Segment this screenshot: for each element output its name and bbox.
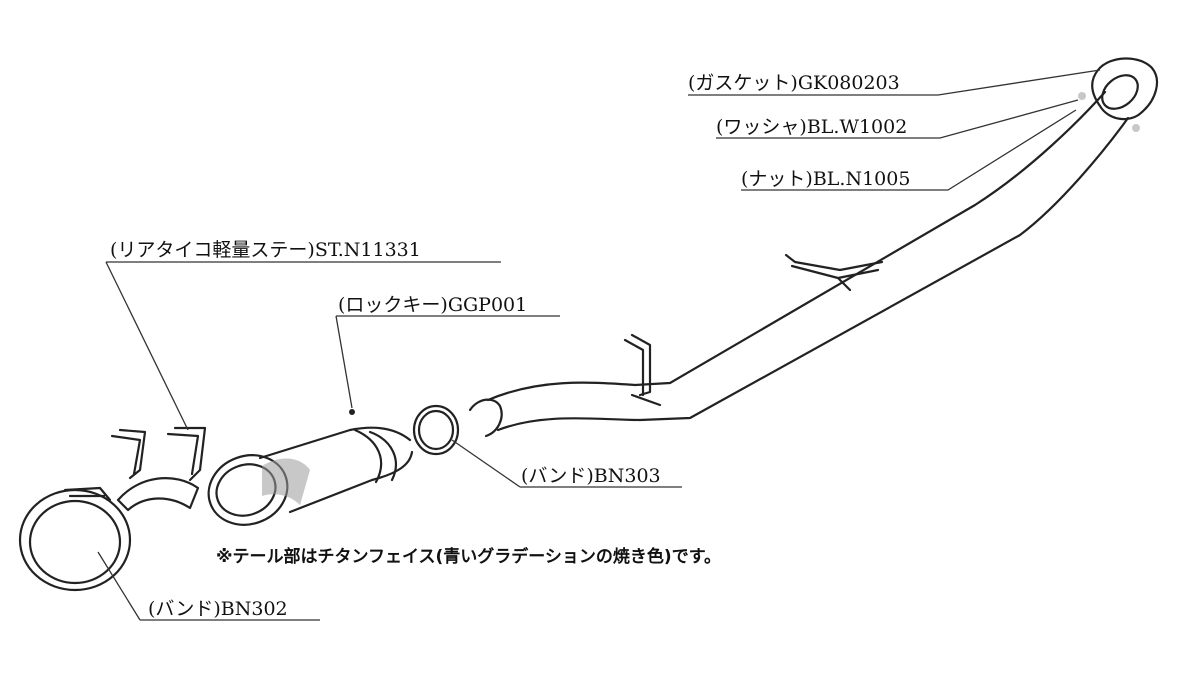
leader-nut bbox=[741, 109, 1077, 191]
leader-washer bbox=[716, 99, 1079, 139]
leader-lockkey bbox=[335, 315, 560, 409]
pipe-joint bbox=[468, 398, 503, 438]
label-band-303: (バンド)BN303 bbox=[521, 465, 661, 487]
pipe-lower-edge bbox=[496, 116, 1130, 432]
band-302-bolt bbox=[63, 486, 112, 502]
label-nut: (ナット)BL.N1005 bbox=[741, 168, 911, 190]
band-302-outer bbox=[18, 488, 132, 592]
pipe-hanger-2 bbox=[784, 253, 884, 292]
front-flange bbox=[1091, 57, 1159, 121]
stay-strap-left bbox=[110, 428, 147, 480]
stay-saddle bbox=[116, 477, 200, 512]
label-washer: (ワッシャ)BL.W1002 bbox=[716, 116, 908, 138]
front-pipe-opening bbox=[1101, 74, 1139, 110]
flange-bolt-1 bbox=[1078, 92, 1086, 100]
stay-strap-right bbox=[166, 426, 207, 482]
label-stay: (リアタイコ軽量ステー)ST.N11331 bbox=[110, 239, 421, 261]
lockkey-dot bbox=[349, 409, 355, 415]
tail-shade bbox=[262, 458, 310, 505]
label-lockkey: (ロックキー)GGP001 bbox=[338, 294, 528, 316]
tail-cone bbox=[353, 428, 397, 484]
label-band-302: (バンド)BN302 bbox=[148, 598, 288, 620]
pipe-upper-edge bbox=[486, 90, 1107, 402]
leader-band-302 bbox=[97, 551, 320, 621]
band-303-ring-inner bbox=[417, 409, 455, 451]
flange-bolt-2 bbox=[1132, 124, 1140, 132]
band-303-ring bbox=[412, 404, 460, 456]
tail-body-lower bbox=[288, 450, 414, 514]
leader-gasket bbox=[688, 69, 1101, 96]
tail-body-upper bbox=[258, 426, 412, 460]
pipe-hanger-1 bbox=[623, 333, 662, 407]
band-302-inner bbox=[28, 499, 122, 585]
leader-stay bbox=[105, 261, 501, 431]
leader-band-303 bbox=[451, 439, 682, 488]
label-gasket: (ガスケット)GK080203 bbox=[688, 72, 900, 94]
tail-note: ※テール部はチタンフェイス(青いグラデーションの焼き色)です。 bbox=[216, 547, 722, 567]
